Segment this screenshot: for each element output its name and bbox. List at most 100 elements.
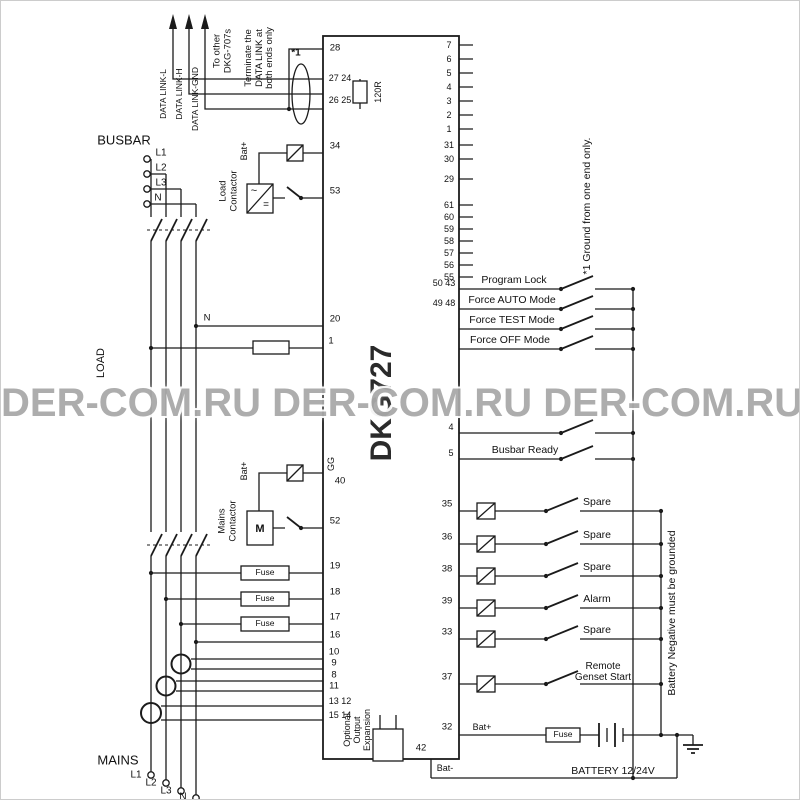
terminal-37: 37 bbox=[441, 671, 453, 683]
terminal-4: 4 bbox=[446, 81, 452, 92]
mains-coil-label: M bbox=[255, 522, 265, 535]
terminal-11: 11 bbox=[329, 680, 339, 692]
busbar-l1: L1 bbox=[155, 147, 167, 159]
terminal-56: 56 bbox=[443, 259, 455, 270]
terminal-3: 3 bbox=[446, 95, 452, 106]
terminal-33: 33 bbox=[441, 626, 453, 638]
mains-l2: L2 bbox=[145, 777, 157, 789]
busbar-l2: L2 bbox=[155, 162, 167, 174]
busbar-n: N bbox=[154, 192, 162, 204]
terminal-pair-50-43: 50 43 bbox=[432, 277, 456, 288]
busbar-ready-label: Busbar Ready bbox=[491, 444, 559, 457]
terminal-pair-27-24: 27 24 bbox=[328, 72, 352, 83]
gg-label: GG bbox=[325, 456, 336, 472]
spare-3-label: Spare bbox=[582, 561, 612, 574]
terminal-34: 34 bbox=[329, 140, 341, 152]
ground-icon bbox=[683, 744, 703, 754]
data-link-l-label: DATA LINK-L bbox=[158, 69, 169, 119]
force-test-label: Force TEST Mode bbox=[469, 314, 555, 327]
terminal-60: 60 bbox=[443, 211, 455, 222]
up-arrow-icon bbox=[201, 14, 209, 29]
bat-plus-mains: Bat+ bbox=[238, 461, 249, 481]
mains-label: MAINS bbox=[97, 752, 139, 768]
mains-terminal bbox=[147, 771, 155, 779]
fuse-l3 bbox=[240, 616, 290, 632]
fuse-l2 bbox=[240, 591, 290, 607]
terminal-16: 16 bbox=[329, 629, 341, 641]
terminal-1-right: 1 bbox=[446, 123, 452, 134]
ct-icon bbox=[170, 653, 192, 675]
terminal-2: 2 bbox=[446, 109, 452, 120]
star1-marker: *1 bbox=[291, 47, 301, 59]
terminal-9: 9 bbox=[331, 657, 337, 669]
terminal-pair-49-48: 49 48 bbox=[432, 297, 456, 308]
terminal-1-left: 1 bbox=[328, 335, 334, 347]
ct-icon bbox=[140, 702, 162, 724]
spare-1-label: Spare bbox=[582, 496, 612, 509]
terminal-28: 28 bbox=[329, 42, 341, 54]
mains-contactor-symbol bbox=[147, 533, 213, 557]
data-link-gnd-label: DATA LINK-GND bbox=[190, 67, 201, 131]
mains-n: N bbox=[179, 791, 187, 800]
terminal-4-input: 4 bbox=[448, 421, 454, 432]
battery-circuit bbox=[372, 715, 703, 779]
busbar-label: BUSBAR bbox=[97, 132, 151, 148]
bat-minus-label: Bat- bbox=[436, 762, 454, 773]
fuse-l2-label: Fuse bbox=[255, 593, 275, 604]
expansion-connector bbox=[372, 728, 404, 762]
mains-l3: L3 bbox=[160, 785, 172, 797]
mains-terminal bbox=[192, 794, 200, 799]
data-link-h-label: DATA LINK-H bbox=[174, 68, 185, 120]
battery-fuse bbox=[545, 727, 581, 743]
terminator-resistor-value: 120R bbox=[372, 81, 383, 103]
terminal-6: 6 bbox=[446, 53, 452, 64]
spare-terminal-stubs bbox=[459, 44, 473, 278]
up-arrow-icon bbox=[169, 14, 177, 29]
phase-lines bbox=[143, 155, 200, 799]
ground-one-end-note: *1 Ground from one end only. bbox=[581, 137, 594, 275]
alarm-label: Alarm bbox=[583, 593, 611, 606]
mains-l1: L1 bbox=[130, 769, 142, 781]
terminal-39: 39 bbox=[441, 595, 453, 607]
battery-label: BATTERY 12/24V bbox=[571, 765, 655, 778]
terminal-38: 38 bbox=[441, 563, 453, 575]
spare-4-label: Spare bbox=[582, 624, 612, 637]
terminal-32: 32 bbox=[441, 721, 453, 733]
data-link-wires bbox=[169, 14, 368, 125]
busbar-n-tap-label: N bbox=[203, 312, 211, 324]
terminal-29: 29 bbox=[443, 173, 455, 184]
terminal-55: 55 bbox=[443, 271, 455, 282]
terminal-pair-15-14: 15 14 bbox=[328, 709, 352, 720]
digital-input-rows bbox=[459, 275, 636, 781]
terminal-61: 61 bbox=[443, 199, 455, 210]
terminal-59: 59 bbox=[443, 223, 455, 234]
terminal-40: 40 bbox=[334, 475, 346, 487]
mains-terminal bbox=[177, 787, 185, 795]
terminal-pair-13-12: 13 12 bbox=[328, 695, 352, 706]
controller-outline bbox=[322, 35, 460, 760]
mains-terminal bbox=[162, 779, 170, 787]
battery-negative-note: Battery Negative must be grounded bbox=[666, 530, 679, 696]
load-label: LOAD bbox=[94, 348, 107, 378]
force-auto-label: Force AUTO Mode bbox=[468, 294, 556, 307]
terminal-8: 8 bbox=[331, 669, 337, 681]
watermark: DER-COM.RU DER-COM.RU DER-COM.RU bbox=[1, 381, 800, 425]
fuse-l3-label: Fuse bbox=[255, 618, 275, 629]
force-off-label: Force OFF Mode bbox=[470, 334, 550, 347]
terminal-42: 42 bbox=[415, 742, 427, 754]
terminal-52: 52 bbox=[329, 515, 341, 527]
busbar-l3: L3 bbox=[155, 177, 167, 189]
up-arrow-icon bbox=[185, 14, 193, 29]
bat-plus-battery: Bat+ bbox=[472, 721, 492, 732]
terminal-53: 53 bbox=[329, 185, 341, 197]
terminal-7: 7 bbox=[446, 39, 452, 50]
terminal-35: 35 bbox=[441, 498, 453, 510]
terminal-58: 58 bbox=[443, 235, 455, 246]
